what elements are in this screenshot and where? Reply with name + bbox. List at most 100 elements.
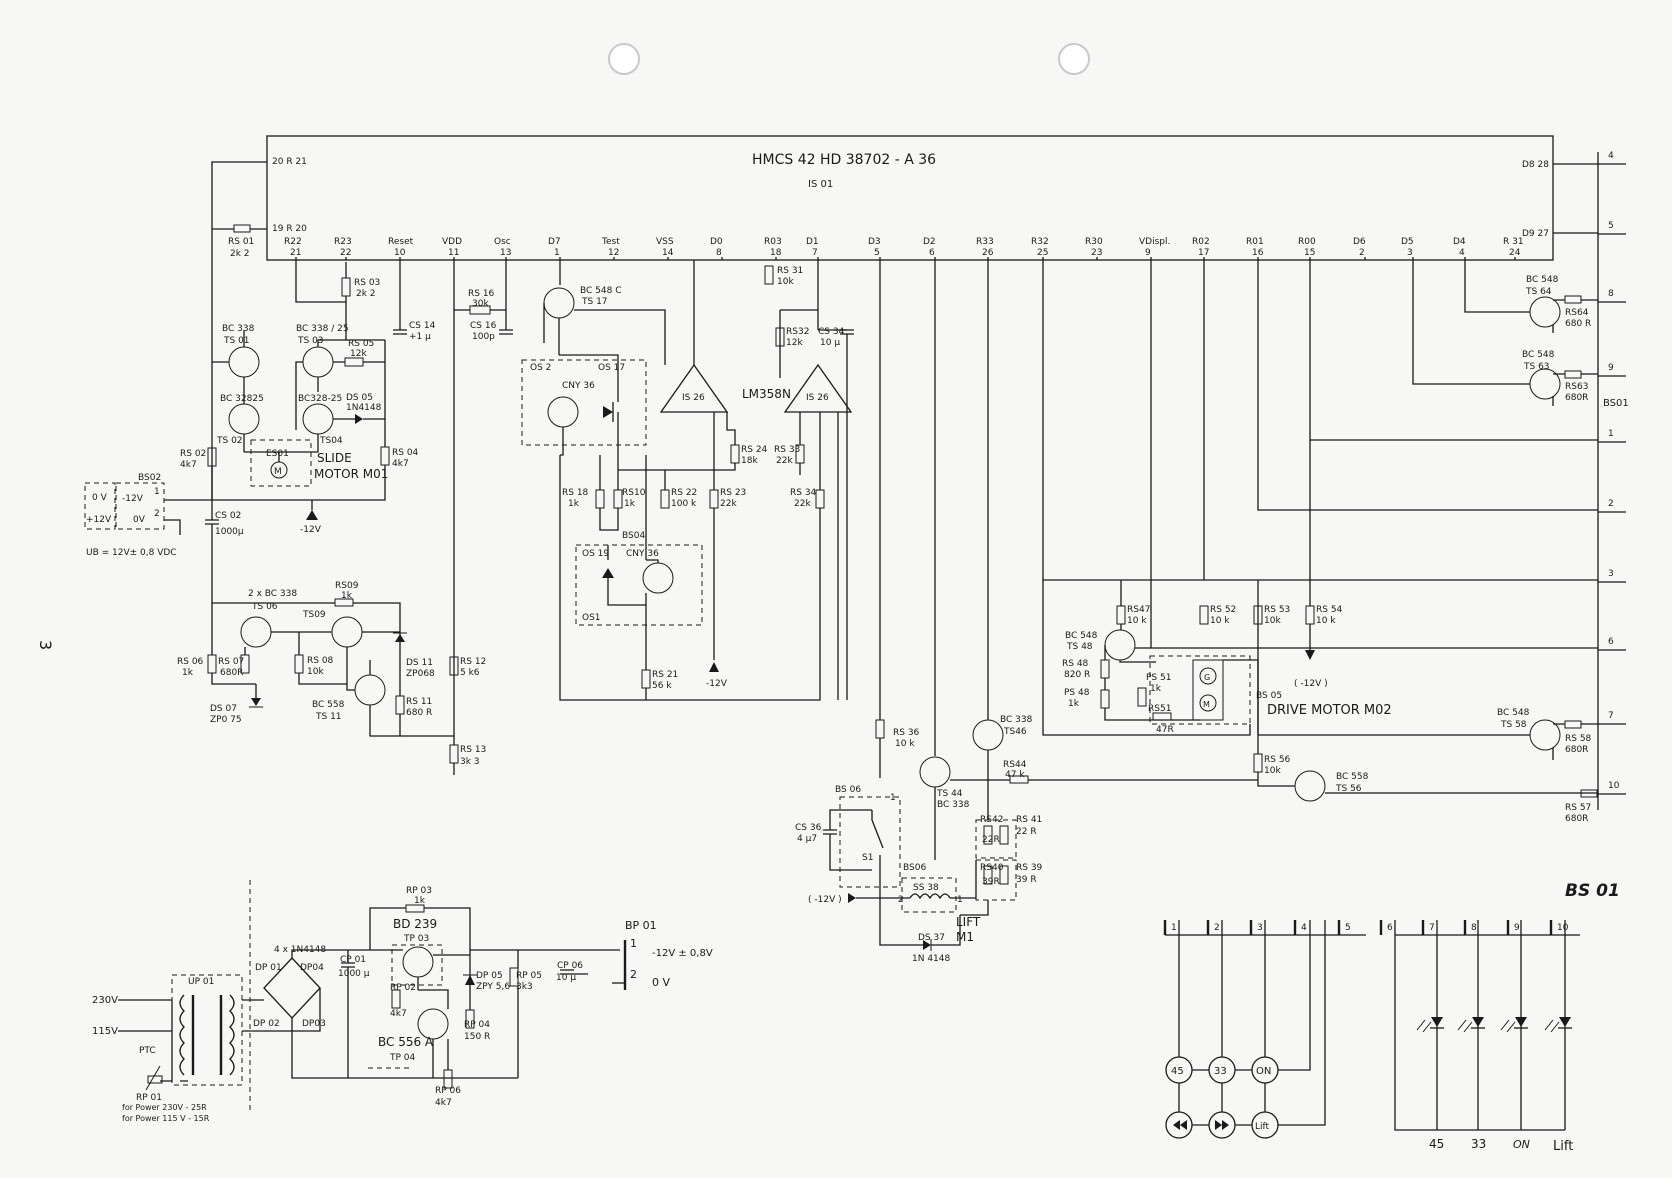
ic-pin-number: 11: [448, 248, 459, 258]
label-ts06: TS 06: [251, 602, 278, 612]
label-out1: 1: [630, 937, 637, 950]
label-rs36v: 10 k: [895, 739, 915, 749]
page-number: 3: [36, 640, 55, 650]
label-ds11: DS 11: [406, 658, 433, 668]
bs01-pin-number: 2: [1608, 499, 1614, 509]
label-rs09v: 1k: [341, 591, 353, 601]
label-rs01: RS 01: [228, 237, 254, 247]
label-rs54v: 10 k: [1316, 616, 1336, 626]
bs01-bottom-pin-number: 5: [1345, 923, 1351, 933]
label-rp05v: 3k3: [516, 982, 533, 992]
label-rs34: RS 34: [790, 488, 817, 498]
bs01-pin-number: 4: [1608, 151, 1614, 161]
label-rs54: RS 54: [1316, 605, 1343, 615]
label-rs03v: 2k 2: [356, 289, 376, 299]
label-rs02v: 4k7: [180, 460, 197, 470]
label-rp06: RP 06: [435, 1086, 461, 1096]
label-rs41: RS 41: [1016, 815, 1042, 825]
bs01-bottom-pin-number: 9: [1514, 923, 1520, 933]
bs01-pin-number: 10: [1608, 781, 1620, 791]
svg-text:G: G: [1204, 673, 1210, 682]
fast-forward-icon: [1215, 1120, 1229, 1130]
label-ds07: DS 07: [210, 704, 237, 714]
ic-pin-number: 4: [1459, 248, 1465, 258]
ic-pin-name: R30: [1085, 237, 1103, 247]
label-ps48: PS 48: [1064, 688, 1090, 698]
label-rs01v: 2k 2: [230, 249, 250, 259]
label-rs22: RS 22: [671, 488, 697, 498]
label-lm358: LM358N: [742, 387, 791, 401]
ic-hmcs42: HMCS 42 HD 38702 - A 36 IS 01 20 R 21 19…: [266, 135, 1554, 261]
label-cny36b: CNY 36: [626, 549, 659, 559]
svg-text:1: 1: [154, 487, 160, 497]
label-rs57v: 680R: [1565, 814, 1588, 824]
label-rs18: RS 18: [562, 488, 589, 498]
bs01-bottom-pin-number: 1: [1171, 923, 1177, 933]
label-rs53: RS 53: [1264, 605, 1290, 615]
label-rs56v: 10k: [1264, 766, 1281, 776]
rewind-icon: [1173, 1120, 1187, 1130]
label-dp05: DP 05: [476, 971, 503, 981]
display-drivers: BC 548 TS 64 RS64 680 R BC 548 TS 63 RS6…: [1412, 260, 1598, 406]
bs01-pin-number: 5: [1608, 221, 1614, 231]
ic-pin-number: 9: [1145, 248, 1151, 258]
ic-pin-number: 13: [500, 248, 511, 258]
label-rs40: RS40: [980, 863, 1004, 873]
opto-sensor-section: BC 548 C TS 17 OS 2 OS 17 CNY 36 RS 18 1…: [521, 260, 854, 701]
ic-pin-number: 3: [1407, 248, 1413, 258]
ic-pin-name: D5: [1401, 237, 1414, 247]
led-arrow-icon: [1500, 1019, 1516, 1033]
label-cs14: CS 14: [409, 321, 436, 331]
label-drive: DRIVE MOTOR M02: [1267, 703, 1392, 718]
label-rs56: RS 56: [1264, 755, 1291, 765]
label-rs08: RS 08: [307, 656, 334, 666]
label-rs42: RS42: [980, 815, 1003, 825]
label-is26b: IS 26: [806, 393, 829, 403]
ic-pin-name: D2: [923, 237, 936, 247]
label-rs13v: 3k 3: [460, 757, 480, 767]
label-os2: OS 2: [530, 363, 551, 373]
opamp-is26a: [659, 363, 729, 413]
label-bp01: BP 01: [625, 919, 657, 932]
punch-hole-right: [1058, 43, 1090, 75]
label-dp04: DP04: [300, 963, 324, 973]
label-rs08v: 10k: [307, 667, 324, 677]
drive-motor-icon: [1199, 694, 1217, 712]
label-tp04: TP 04: [389, 1053, 416, 1063]
label-p12: +12V: [86, 515, 112, 525]
label-dp03: DP03: [302, 1019, 326, 1029]
bs01-bottom-pin-number: 7: [1429, 923, 1435, 933]
label-rs64v: 680 R: [1565, 319, 1591, 329]
label-ts46r: TS46: [1003, 727, 1027, 737]
svg-text:M: M: [274, 467, 282, 477]
ic-pin-number: 22: [340, 248, 351, 258]
label-ps51: PS 51: [1146, 673, 1171, 683]
label-ts04r: TS04: [319, 436, 343, 446]
label-os19: OS 19: [582, 549, 609, 559]
ic-pin-name: R32: [1031, 237, 1049, 247]
label-rs58v: 680R: [1565, 745, 1588, 755]
label-os1: OS1: [582, 613, 601, 623]
label-rs48: RS 48: [1062, 659, 1089, 669]
label-v230: 230V: [92, 995, 118, 1006]
label-ts17: BC 548 C: [580, 286, 621, 296]
label-rs41v: 22 R: [1016, 827, 1037, 837]
label-v115: 115V: [92, 1026, 118, 1037]
label-rp05: RP 05: [516, 971, 542, 981]
ic-left-pin-2: 19 R 20: [272, 224, 307, 234]
label-ts44r: BC 338: [937, 800, 970, 810]
label-rp04: RP 04: [464, 1020, 490, 1030]
label-rs57: RS 57: [1565, 803, 1591, 813]
generator-icon: [1199, 667, 1217, 685]
label-out2: 2: [630, 968, 637, 981]
label-rs52: RS 52: [1210, 605, 1236, 615]
label-ts63r: TS 63: [1523, 362, 1550, 372]
label-ov2: 0V: [133, 515, 146, 525]
label-ts01: BC 338: [222, 324, 255, 334]
ic-pin-name: R33: [976, 237, 994, 247]
label-out2v: 0 V: [652, 976, 670, 989]
label-ts04: BC328-25: [298, 394, 342, 404]
label-ds37v: 1N 4148: [912, 954, 950, 964]
ic-pin-number: 7: [812, 248, 818, 258]
